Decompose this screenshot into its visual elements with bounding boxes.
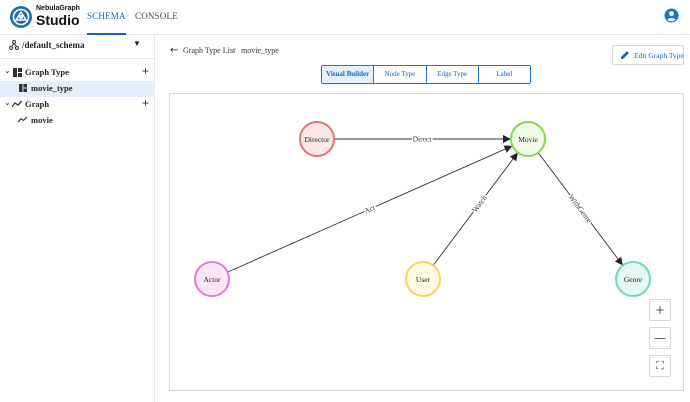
breadcrumb-separator: / (234, 46, 237, 55)
node-user[interactable] (405, 261, 441, 297)
node-label: User (416, 275, 431, 284)
sidebar-item-label: movie_type (31, 83, 73, 93)
edge-label: Direct (413, 135, 433, 144)
sidebar-section-graph[interactable]: ⌄ Graph + (0, 96, 155, 113)
chevron-down-icon: ▼ (133, 39, 141, 48)
node-label: Actor (203, 275, 221, 284)
zoom-in-button[interactable]: + (649, 299, 671, 321)
edge-user-movie[interactable] (432, 152, 518, 266)
back-arrow-icon[interactable]: ← (170, 45, 179, 56)
graph-trend-icon (12, 100, 23, 108)
chevron-down-icon[interactable]: ⌄ (4, 98, 11, 107)
user-account-icon[interactable] (664, 8, 679, 23)
add-graph-button[interactable]: + (142, 96, 150, 110)
graph-trend-icon (18, 116, 28, 123)
edit-button-label: Edit Graph Type (634, 51, 684, 60)
sidebar-divider (0, 58, 155, 59)
sidebar-section-graph-type[interactable]: ⌄ Graph Type + (0, 64, 155, 81)
schema-hierarchy-icon (9, 40, 19, 50)
edge-label: Watch (470, 193, 489, 214)
node-label: Movie (518, 135, 538, 144)
sidebar-section-label: Graph (25, 99, 50, 109)
nav-tab-schema[interactable]: SCHEMA (87, 0, 126, 35)
top-bar: NebulaGraph Studio SCHEMA CONSOLE (0, 0, 690, 35)
node-label: Director (305, 135, 330, 144)
edge-label: Act (363, 203, 377, 216)
sidebar-item-movie-type[interactable]: movie_type (0, 81, 155, 97)
zoom-out-button[interactable]: — (649, 327, 671, 349)
breadcrumb-parent-link[interactable]: Graph Type List (183, 46, 236, 55)
sidebar-item-movie[interactable]: movie (0, 113, 155, 129)
edit-pencil-icon (621, 51, 629, 59)
view-tabs: Visual Builder Node Type Edge Type Label (321, 65, 531, 84)
edge-label: WithGenre (567, 193, 594, 225)
node-label: Genre (624, 275, 643, 284)
chevron-down-icon[interactable]: ⌄ (4, 66, 11, 75)
node-actor[interactable] (194, 261, 230, 297)
tab-visual-builder[interactable]: Visual Builder (322, 66, 375, 83)
node-movie[interactable] (510, 121, 546, 157)
breadcrumb-current: movie_type (241, 46, 279, 55)
node-genre[interactable] (615, 261, 651, 297)
logo-small-text: NebulaGraph (36, 5, 80, 12)
tab-edge-type[interactable]: Edge Type (427, 66, 479, 83)
graph-type-icon (13, 68, 22, 77)
node-director[interactable] (299, 121, 335, 157)
nav-tab-console[interactable]: CONSOLE (135, 11, 178, 21)
sidebar-section-label: Graph Type (25, 67, 69, 77)
graph-type-icon (19, 84, 27, 92)
schema-selector[interactable]: /default_schema ▼ (0, 35, 155, 57)
add-graph-type-button[interactable]: + (142, 64, 150, 78)
tab-label[interactable]: Label (496, 70, 513, 78)
sidebar: /default_schema ▼ ⌄ Graph Type + movie_t… (0, 35, 155, 402)
app-logo-text: NebulaGraph Studio (36, 5, 80, 27)
sidebar-item-label: movie (31, 115, 53, 125)
tab-node-type[interactable]: Node Type (374, 66, 427, 83)
edit-graph-type-button[interactable]: Edit Graph Type (612, 45, 684, 65)
fullscreen-button[interactable]: ⛶ (649, 355, 671, 377)
edge-actor-movie[interactable] (227, 145, 513, 273)
edge-movie-genre[interactable] (537, 152, 623, 266)
logo-big-text: Studio (36, 12, 80, 28)
schema-selector-label: /default_schema (22, 40, 85, 50)
nebulagraph-logo-icon[interactable] (9, 5, 33, 29)
